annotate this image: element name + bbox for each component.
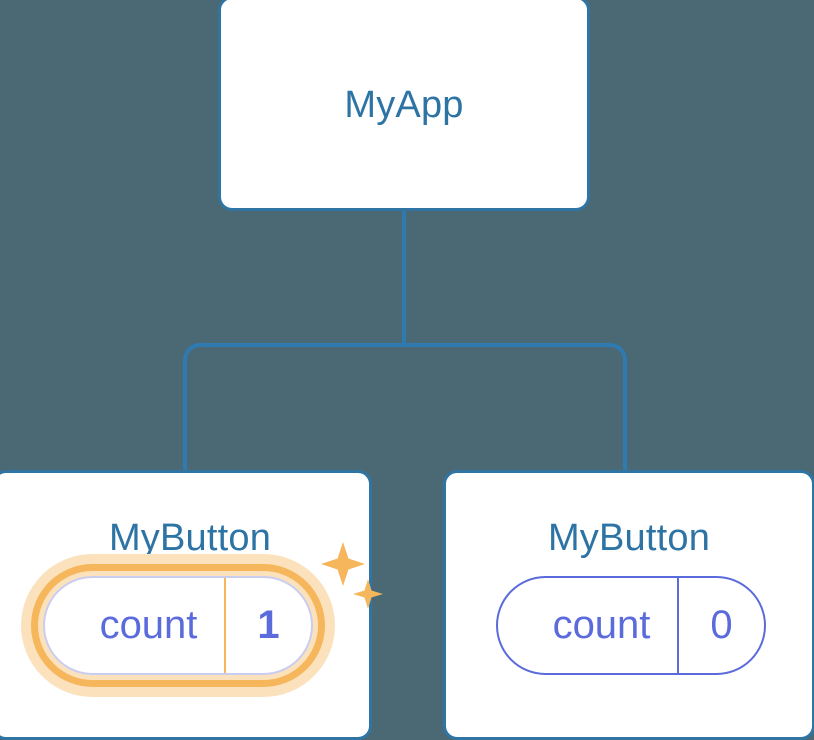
node-title-root: MyApp — [344, 84, 464, 126]
state-pill-highlighted[interactable]: count 1 — [21, 542, 383, 697]
connector-bus-left — [183, 343, 404, 472]
state-value-label: 0 — [677, 578, 764, 673]
state-key-label: count — [552, 603, 651, 647]
node-card-child-left[interactable]: MyButton count 1 — [0, 470, 383, 740]
node-card-root[interactable]: MyApp — [218, 0, 590, 211]
sparkle-small-icon — [353, 579, 383, 609]
highlight-ring — [31, 564, 325, 687]
state-pill[interactable]: count 0 — [496, 576, 766, 675]
node-title-child-left: MyButton — [108, 517, 272, 559]
state-key-label: count — [99, 603, 198, 647]
connector-bus-right — [404, 343, 627, 472]
node-title-child-right: MyButton — [547, 517, 711, 559]
state-value-label: 1 — [224, 578, 311, 673]
state-pill-plain[interactable]: count 0 — [496, 576, 766, 675]
node-card-child-right[interactable]: MyButton count 0 — [443, 470, 814, 740]
state-pill[interactable]: count 1 — [43, 576, 313, 675]
